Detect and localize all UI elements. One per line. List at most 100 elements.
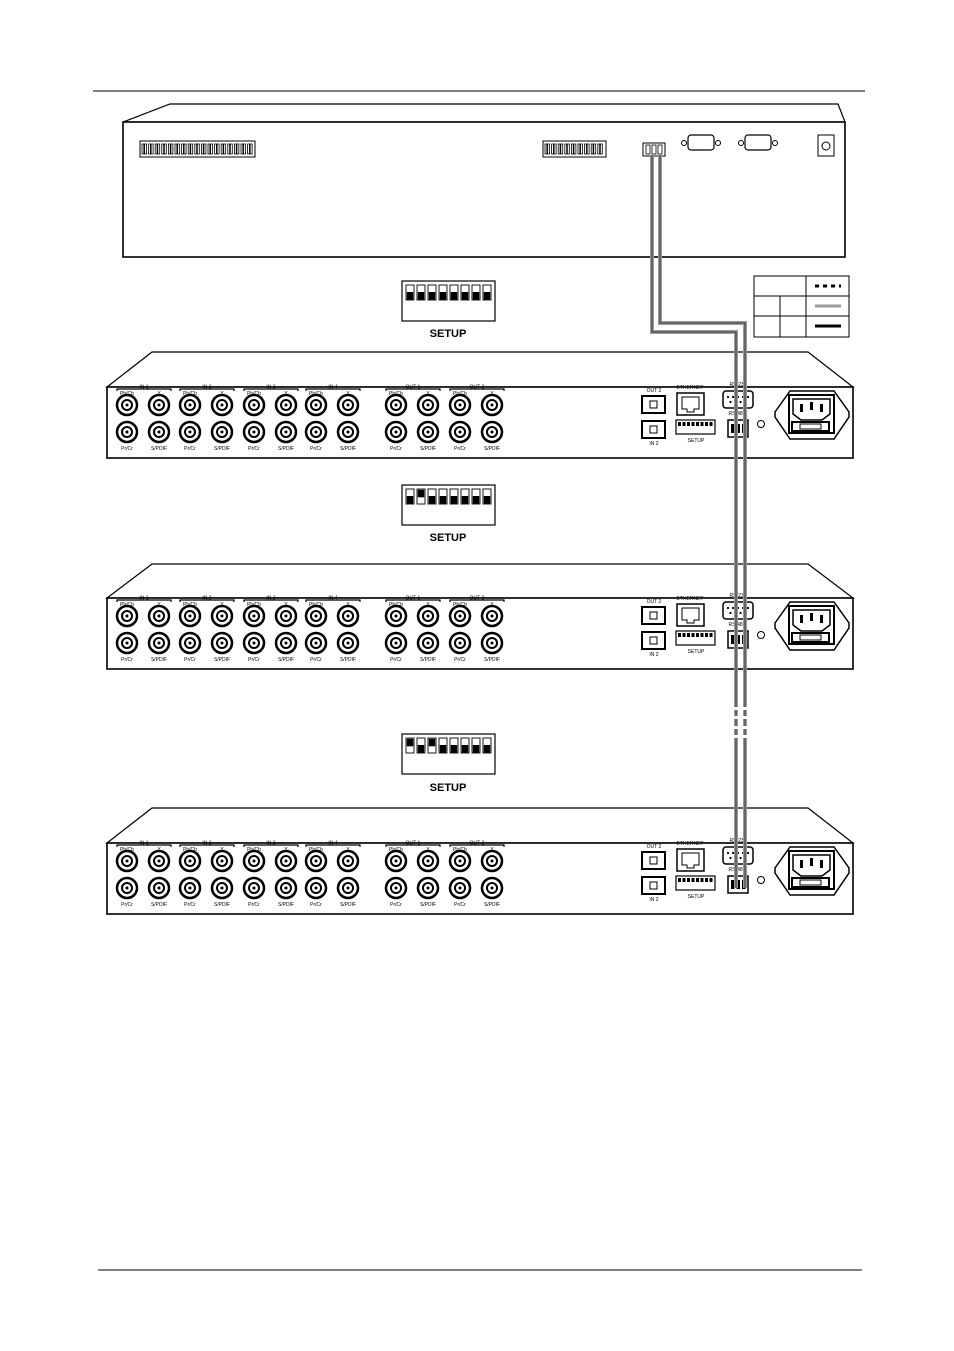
group-bracket (449, 388, 505, 391)
group-title: IN 2 (202, 596, 211, 602)
group-bracket (305, 844, 361, 847)
group-bracket (243, 844, 299, 847)
terminal-block-small (542, 140, 607, 158)
dip-lever (428, 496, 436, 504)
dip-lever (428, 292, 436, 300)
group-bracket (116, 388, 172, 391)
unit-setup-label: SETUP (688, 438, 705, 444)
connector-label: Pr/Cr (390, 902, 402, 908)
out2-label: OUT 2 (647, 388, 662, 394)
group-bracket (385, 599, 441, 602)
unit-setup-label: SETUP (688, 894, 705, 900)
controller-device (122, 103, 846, 258)
dip-lever (461, 745, 469, 753)
group-title: OUT 1 (406, 596, 421, 602)
group-title: IN 2 (202, 385, 211, 391)
connector-label: Pr/Cr (310, 446, 322, 452)
dip-lever (439, 745, 447, 753)
ethernet-label: ETHERNET (677, 385, 704, 391)
group-title: OUT 2 (470, 841, 485, 847)
group-bracket (449, 844, 505, 847)
group-bracket (116, 844, 172, 847)
ground-screw (757, 631, 765, 639)
dip-lever (428, 738, 436, 747)
group-bracket (179, 599, 235, 602)
connector-label: Pr/Cr (184, 657, 196, 663)
rs485-terminal (642, 142, 666, 157)
group-title: OUT 1 (406, 385, 421, 391)
out2-label: OUT 2 (647, 599, 662, 605)
dip-lever (472, 496, 480, 504)
connector-label: S/PDIF (484, 446, 500, 452)
connector-label: Pr/Cr (248, 446, 260, 452)
dip-switch-setup-3 (401, 733, 496, 775)
connector-label: Pr/Cr (454, 657, 466, 663)
group-title: OUT 2 (470, 385, 485, 391)
dip-lever (450, 292, 458, 300)
group-title: OUT 2 (470, 596, 485, 602)
setup-caption-1: SETUP (430, 328, 467, 340)
dip-lever (417, 489, 425, 498)
group-title: OUT 1 (406, 841, 421, 847)
terminal-block-large (139, 140, 256, 158)
connector-label: S/PDIF (278, 657, 294, 663)
in2-label: IN 2 (649, 897, 658, 903)
connector-label: S/PDIF (151, 446, 167, 452)
group-title: IN 3 (266, 385, 275, 391)
group-title: IN 3 (266, 841, 275, 847)
group-bracket (116, 599, 172, 602)
connector-label: Pr/Cr (390, 446, 402, 452)
group-title: IN 1 (139, 596, 148, 602)
setup-caption-2: SETUP (430, 532, 467, 544)
connector-label: S/PDIF (151, 902, 167, 908)
dip-lever (450, 745, 458, 753)
connector-label: Pr/Cr (184, 446, 196, 452)
setup-caption-3: SETUP (430, 782, 467, 794)
ethernet-label: ETHERNET (677, 596, 704, 602)
group-title: IN 4 (328, 385, 337, 391)
connector-label: S/PDIF (420, 657, 436, 663)
dip-lever (439, 496, 447, 504)
connector-label: Pr/Cr (121, 657, 133, 663)
dip-lever (450, 496, 458, 504)
dip-lever (406, 738, 414, 747)
rs232-label: RS-232 (730, 382, 747, 388)
ground-screw (757, 876, 765, 884)
unit-setup-label: SETUP (688, 649, 705, 655)
in2-label: IN 2 (649, 652, 658, 658)
unit-setup-dip (675, 419, 716, 435)
group-bracket (179, 388, 235, 391)
connector-label: Pr/Cr (310, 657, 322, 663)
dip-lever (406, 292, 414, 300)
connector-label: S/PDIF (214, 902, 230, 908)
connector-label: S/PDIF (214, 657, 230, 663)
connector-label: S/PDIF (278, 446, 294, 452)
group-bracket (305, 388, 361, 391)
connector-label: Pr/Cr (454, 902, 466, 908)
group-title: IN 4 (328, 841, 337, 847)
connector-label: S/PDIF (151, 657, 167, 663)
group-bracket (385, 844, 441, 847)
connector-label: S/PDIF (420, 902, 436, 908)
dip-housing (401, 484, 496, 526)
connector-label: S/PDIF (340, 902, 356, 908)
power-jack (817, 134, 835, 157)
group-title: IN 1 (139, 385, 148, 391)
connector-label: Pr/Cr (248, 657, 260, 663)
group-bracket (305, 599, 361, 602)
group-bracket (449, 599, 505, 602)
group-bracket (243, 599, 299, 602)
dip-housing (401, 280, 496, 322)
ground-screw (757, 420, 765, 428)
group-title: IN 1 (139, 841, 148, 847)
connector-label: S/PDIF (214, 446, 230, 452)
connector-label: Pr/Cr (454, 446, 466, 452)
connector-label: S/PDIF (340, 657, 356, 663)
db9-port-1 (681, 134, 721, 151)
connector-label: Pr/Cr (184, 902, 196, 908)
group-bracket (179, 844, 235, 847)
dip-switch-setup-1 (401, 280, 496, 322)
